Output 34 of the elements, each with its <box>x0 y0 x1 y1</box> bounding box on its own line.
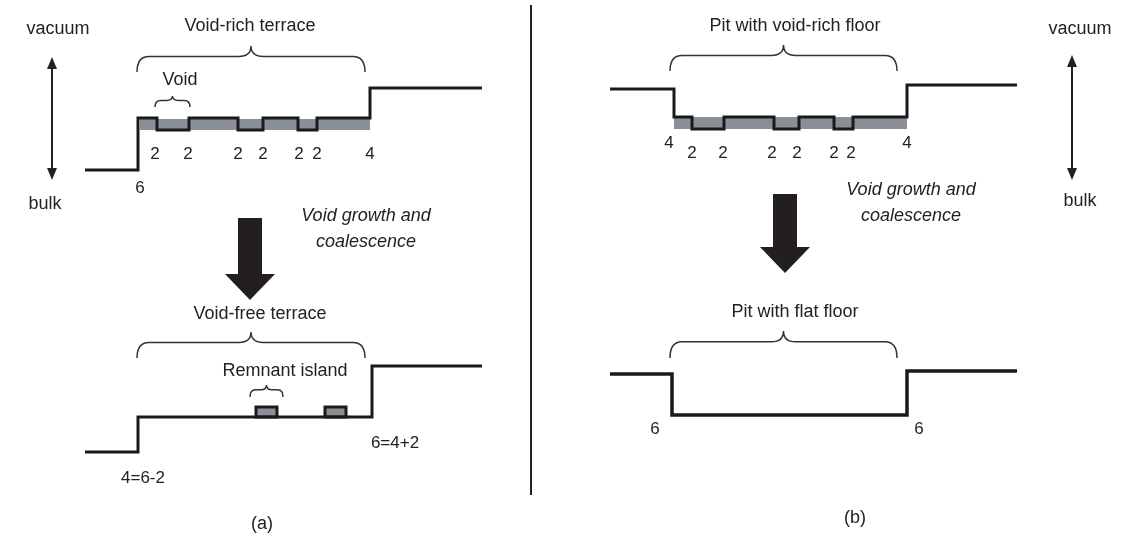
step-height-label: 6=4+2 <box>370 431 420 454</box>
step-height-label: 4 <box>902 131 912 154</box>
step-height-label: 2 <box>312 142 322 165</box>
step-height-label: 2 <box>767 141 777 164</box>
step-height-label: 6 <box>650 417 660 440</box>
process-label: Void growth and coalescence <box>300 203 432 253</box>
step-height-label: 2 <box>294 142 304 165</box>
step-height-label: 2 <box>718 141 728 164</box>
axis-label: bulk <box>28 191 62 215</box>
step-height-label: 4=6-2 <box>121 466 165 489</box>
step-height-label: 2 <box>846 141 856 164</box>
process-label: Void growth and coalescence <box>845 177 977 227</box>
axis-label: bulk <box>1063 188 1097 212</box>
region-label: Void <box>162 67 198 91</box>
region-label: Remnant island <box>222 358 348 382</box>
axis-label: vacuum <box>26 16 90 40</box>
step-height-label: 2 <box>792 141 802 164</box>
step-height-label: 6 <box>914 417 924 440</box>
step-height-label: 2 <box>687 141 697 164</box>
panel-label: (a) <box>251 511 273 535</box>
panel-label: (b) <box>844 505 866 529</box>
axis-label: vacuum <box>1048 16 1112 40</box>
step-height-label: 2 <box>258 142 268 165</box>
step-height-label: 2 <box>233 142 243 165</box>
step-height-label: 2 <box>150 142 160 165</box>
step-height-label: 6 <box>135 176 145 199</box>
region-label: Void-rich terrace <box>184 13 316 37</box>
region-label: Void-free terrace <box>193 301 327 325</box>
region-label: Pit with void-rich floor <box>709 13 881 37</box>
step-height-label: 2 <box>183 142 193 165</box>
step-height-label: 2 <box>829 141 839 164</box>
region-label: Pit with flat floor <box>731 299 859 323</box>
step-height-label: 4 <box>664 131 674 154</box>
step-height-label: 4 <box>365 142 375 165</box>
